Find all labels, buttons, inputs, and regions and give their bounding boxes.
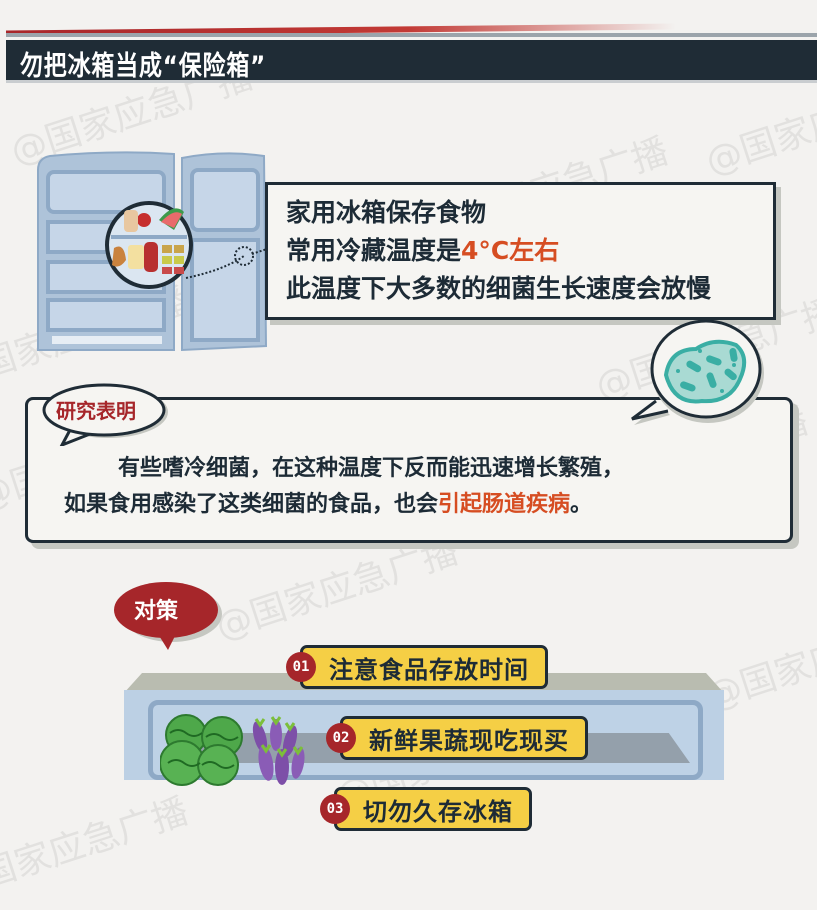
disease-highlight: 引起肠道疾病	[438, 492, 571, 517]
fridge-icon	[37, 151, 271, 352]
tip-label: 切勿久存冰箱	[363, 797, 513, 826]
watermark: @国家应急广播	[0, 790, 194, 908]
tip-label: 新鲜果蔬现吃现买	[369, 726, 569, 755]
header-bar: 勿把冰箱当成“保险箱”	[6, 40, 817, 83]
produce-icon	[160, 714, 305, 786]
research-line-1: 有些嗜冷细菌，在这种温度下反而能迅速增长繁殖，	[118, 456, 625, 481]
research-bubble-icon	[42, 383, 168, 446]
page-title: 勿把冰箱当成“保险箱”	[20, 51, 267, 82]
tip-badge-1: 01	[286, 652, 316, 682]
info-line-1: 家用冰箱保存食物	[286, 198, 487, 227]
research-line-2-text: 如果食用感染了这类细菌的食品，也会	[64, 492, 439, 517]
research-label: 研究表明	[56, 399, 136, 423]
tip-item-1: 注意食品存放时间	[300, 645, 548, 689]
temperature-highlight: 4°C左右	[461, 236, 560, 265]
tip-label: 注意食品存放时间	[329, 655, 529, 684]
tip-item-3: 切勿久存冰箱	[334, 787, 532, 831]
countermeasures-bubble-icon	[114, 582, 222, 650]
tip-badge-2: 02	[326, 723, 356, 753]
info-line-2: 常用冷藏温度是4°C左右	[286, 231, 559, 267]
info-line-3: 此温度下大多数的细菌生长速度会放慢	[286, 274, 712, 303]
bacteria-icon	[631, 319, 764, 425]
header-grey-stripe	[6, 33, 817, 37]
info-line-2-text: 常用冷藏温度是	[286, 236, 462, 265]
research-line-2-suffix: 。	[570, 492, 593, 517]
tip-badge-3: 03	[320, 794, 350, 824]
countermeasures-label: 对策	[134, 599, 179, 624]
research-line-2: 如果食用感染了这类细菌的食品，也会引起肠道疾病。	[64, 486, 592, 518]
fridge-info-box: 家用冰箱保存食物 常用冷藏温度是4°C左右 此温度下大多数的细菌生长速度会放慢	[265, 182, 776, 320]
tip-item-2: 新鲜果蔬现吃现买	[340, 716, 588, 760]
